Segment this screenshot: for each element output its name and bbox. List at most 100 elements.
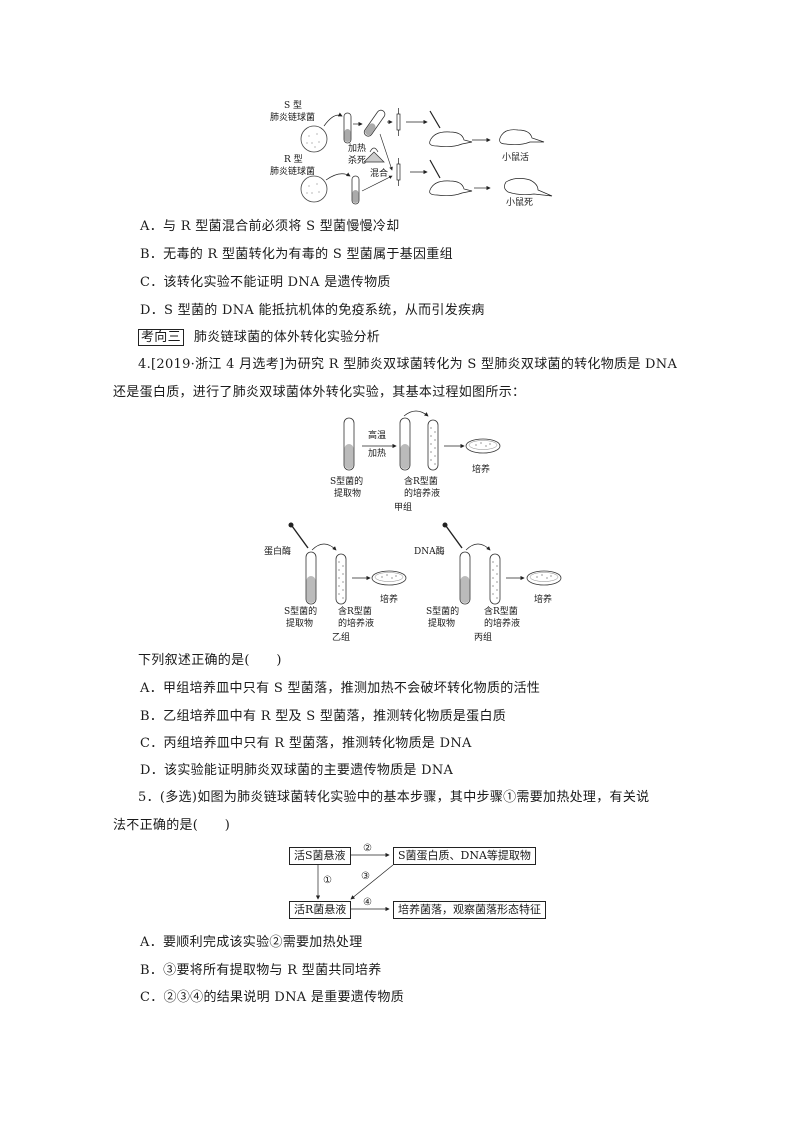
- culture-label: 培养: [380, 593, 398, 605]
- section-heading: 考向三肺炎链球菌的体外转化实验分析: [138, 329, 380, 347]
- q5-option-a: A．要顺利完成该实验②需要加热处理: [140, 934, 363, 952]
- mix-label: 混合: [370, 167, 388, 179]
- mouse-alive-icon: [499, 129, 545, 146]
- option-text: 该转化实验不能证明 DNA 是遗传物质: [163, 275, 391, 290]
- q5-stem-line-2: 法不正确的是( ): [113, 818, 231, 833]
- q3-option-d: D．S 型菌的 DNA 能抵抗机体的免疫系统，从而引发疾病: [140, 302, 485, 320]
- group-bing-diagram: DNA酶 培养 S型菌的 提取物 含R型菌 的培养液 丙组: [414, 522, 562, 643]
- culture-label: 培养: [534, 593, 552, 605]
- option-text: 要顺利完成该实验②需要加热处理: [163, 935, 363, 950]
- r-petri-dish-icon: [300, 175, 328, 203]
- option-letter: D．: [140, 763, 165, 778]
- option-text: 丙组培养皿中只有 R 型菌落，推测转化物质是 DNA: [163, 736, 472, 751]
- r-culture-label: 含R型菌: [484, 605, 518, 617]
- mouse-injected-icon: [429, 110, 473, 148]
- mouse-experiment-diagram: S 型 肺炎链球菌 加热 杀死 R 型 肺炎链球菌: [270, 100, 553, 208]
- step-1-label: ①: [323, 875, 332, 886]
- option-letter: B．: [140, 247, 164, 262]
- option-letter: A．: [140, 681, 163, 696]
- flow-box-live-s: 活S菌悬液: [289, 847, 351, 865]
- group-yi-diagram: 蛋白酶 培养 S型菌的 提取物 含R型菌 的培养液 乙组: [264, 522, 407, 643]
- figure-group-bing: DNA酶 培养 S型菌的 提取物 含R型菌 的培养液 丙组: [410, 518, 575, 643]
- culture-dish-icon: [465, 438, 501, 454]
- figure-mouse-experiment: S 型 肺炎链球菌 加热 杀死 R 型 肺炎链球菌: [262, 96, 562, 208]
- group-jia-diagram: 高温 加热 培养 S型菌的 提取物 含R型菌 的培养液 甲组: [330, 410, 501, 513]
- culture-dish-icon: [526, 570, 562, 586]
- q3-option-c: C．该转化实验不能证明 DNA 是遗传物质: [140, 274, 391, 292]
- option-letter: C．: [140, 275, 164, 290]
- kill-label: 杀死: [348, 154, 366, 166]
- section-tag: 考向三: [138, 329, 184, 346]
- r-culture-label: 含R型菌: [404, 475, 438, 487]
- heat-label: 加热: [368, 447, 386, 459]
- mouse-dead-label: 小鼠死: [506, 196, 533, 208]
- option-text: 甲组培养皿中只有 S 型菌落，推测加热不会破坏转化物质的活性: [163, 681, 541, 696]
- q5-option-b: B．③要将所有提取物与 R 型菌共同培养: [140, 962, 382, 980]
- flow-box-live-r: 活R菌悬液: [289, 901, 352, 919]
- flow-box-culture: 培养菌落，观察菌落形态特征: [393, 901, 546, 919]
- group-yi-label: 乙组: [332, 631, 350, 643]
- mouse-alive-label: 小鼠活: [502, 151, 529, 163]
- group-bing-label: 丙组: [474, 631, 492, 643]
- step-4-label: ④: [363, 897, 372, 908]
- q4-option-b: B．乙组培养皿中有 R 型及 S 型菌落，推测转化物质是蛋白质: [140, 708, 506, 726]
- group-jia-label: 甲组: [394, 501, 412, 513]
- option-text: 无毒的 R 型菌转化为有毒的 S 型菌属于基因重组: [163, 247, 453, 262]
- dnase-label: DNA酶: [414, 545, 445, 557]
- r-type-label-2: 肺炎链球菌: [270, 165, 315, 177]
- extract-label-2: 提取物: [334, 487, 361, 499]
- q4-option-a: A．甲组培养皿中只有 S 型菌落，推测加热不会破坏转化物质的活性: [140, 680, 540, 698]
- mouse-injected-icon-2: [429, 159, 473, 197]
- high-temp-label: 高温: [368, 429, 386, 441]
- q3-option-b: B．无毒的 R 型菌转化为有毒的 S 型菌属于基因重组: [140, 246, 453, 264]
- option-text: 该实验能证明肺炎双球菌的主要遗传物质是 DNA: [164, 763, 454, 778]
- r-culture-tube-icon: [335, 553, 347, 605]
- q4-option-c: C．丙组培养皿中只有 R 型菌落，推测转化物质是 DNA: [140, 735, 472, 753]
- q4-stem-line-2: 还是蛋白质，进行了肺炎双球菌体外转化实验，其基本过程如图所示：: [113, 385, 526, 400]
- extract-label-2: 提取物: [286, 617, 313, 629]
- culture-dish-icon: [371, 570, 407, 586]
- option-text: S 型菌的 DNA 能抵抗机体的免疫系统，从而引发疾病: [164, 303, 485, 318]
- option-letter: B．: [140, 709, 164, 724]
- r-culture-label: 含R型菌: [338, 605, 372, 617]
- r-type-label: R 型: [284, 154, 303, 165]
- flowchart-arrows: [315, 852, 394, 912]
- figure-group-jia: 高温 加热 培养 S型菌的 提取物 含R型菌 的培养液 甲组: [300, 408, 520, 513]
- option-letter: C．: [140, 736, 164, 751]
- r-culture-tube-icon: [489, 553, 501, 605]
- heat-label: 加热: [348, 142, 366, 154]
- option-letter: A．: [140, 935, 163, 950]
- option-text: 乙组培养皿中有 R 型及 S 型菌落，推测转化物质是蛋白质: [163, 709, 507, 724]
- extract-label-2: 提取物: [428, 617, 455, 629]
- extract-label: S型菌的: [426, 605, 459, 617]
- extract-label: S型菌的: [330, 475, 363, 487]
- step-2-label: ②: [363, 843, 372, 854]
- dropper-icon: [291, 525, 309, 549]
- syringe-icon: [396, 113, 401, 131]
- s-petri-dish-icon: [300, 125, 328, 153]
- section-title: 肺炎链球菌的体外转化实验分析: [193, 330, 381, 345]
- step-3-label: ③: [361, 871, 370, 882]
- q5-option-c: C．②③④的结果说明 DNA 是重要遗传物质: [140, 989, 404, 1007]
- protease-label: 蛋白酶: [264, 545, 291, 557]
- culture-label: 培养: [472, 463, 490, 475]
- q4-question: 下列叙述正确的是( ): [138, 653, 282, 668]
- r-culture-label-2: 的培养液: [404, 487, 440, 499]
- flow-box-extract: S菌蛋白质、DNA等提取物: [393, 847, 536, 865]
- s-type-label: S 型: [284, 100, 302, 111]
- option-text: 与 R 型菌混合前必须将 S 型菌慢慢冷却: [163, 219, 400, 234]
- option-letter: B．: [140, 963, 164, 978]
- dropper-icon: [445, 525, 463, 549]
- q4-stem-line-1: 4.[2019·浙江 4 月选考]为研究 R 型肺炎双球菌转化为 S 型肺炎双球…: [138, 357, 678, 372]
- figure-flowchart: 活S菌悬液 S菌蛋白质、DNA等提取物 活R菌悬液 培养菌落，观察菌落形态特征 …: [285, 843, 546, 920]
- option-text: ②③④的结果说明 DNA 是重要遗传物质: [163, 990, 404, 1005]
- q4-option-d: D．该实验能证明肺炎双球菌的主要遗传物质是 DNA: [140, 762, 453, 780]
- option-letter: C．: [140, 990, 164, 1005]
- figure-group-yi: 蛋白酶 培养 S型菌的 提取物 含R型菌 的培养液 乙组: [258, 518, 418, 643]
- burner-icon: [363, 151, 385, 163]
- q3-option-a: A．与 R 型菌混合前必须将 S 型菌慢慢冷却: [140, 218, 400, 236]
- option-text: ③要将所有提取物与 R 型菌共同培养: [163, 963, 382, 978]
- mouse-dead-icon: [504, 178, 553, 197]
- r-culture-label-2: 的培养液: [484, 617, 520, 629]
- option-letter: A．: [140, 219, 163, 234]
